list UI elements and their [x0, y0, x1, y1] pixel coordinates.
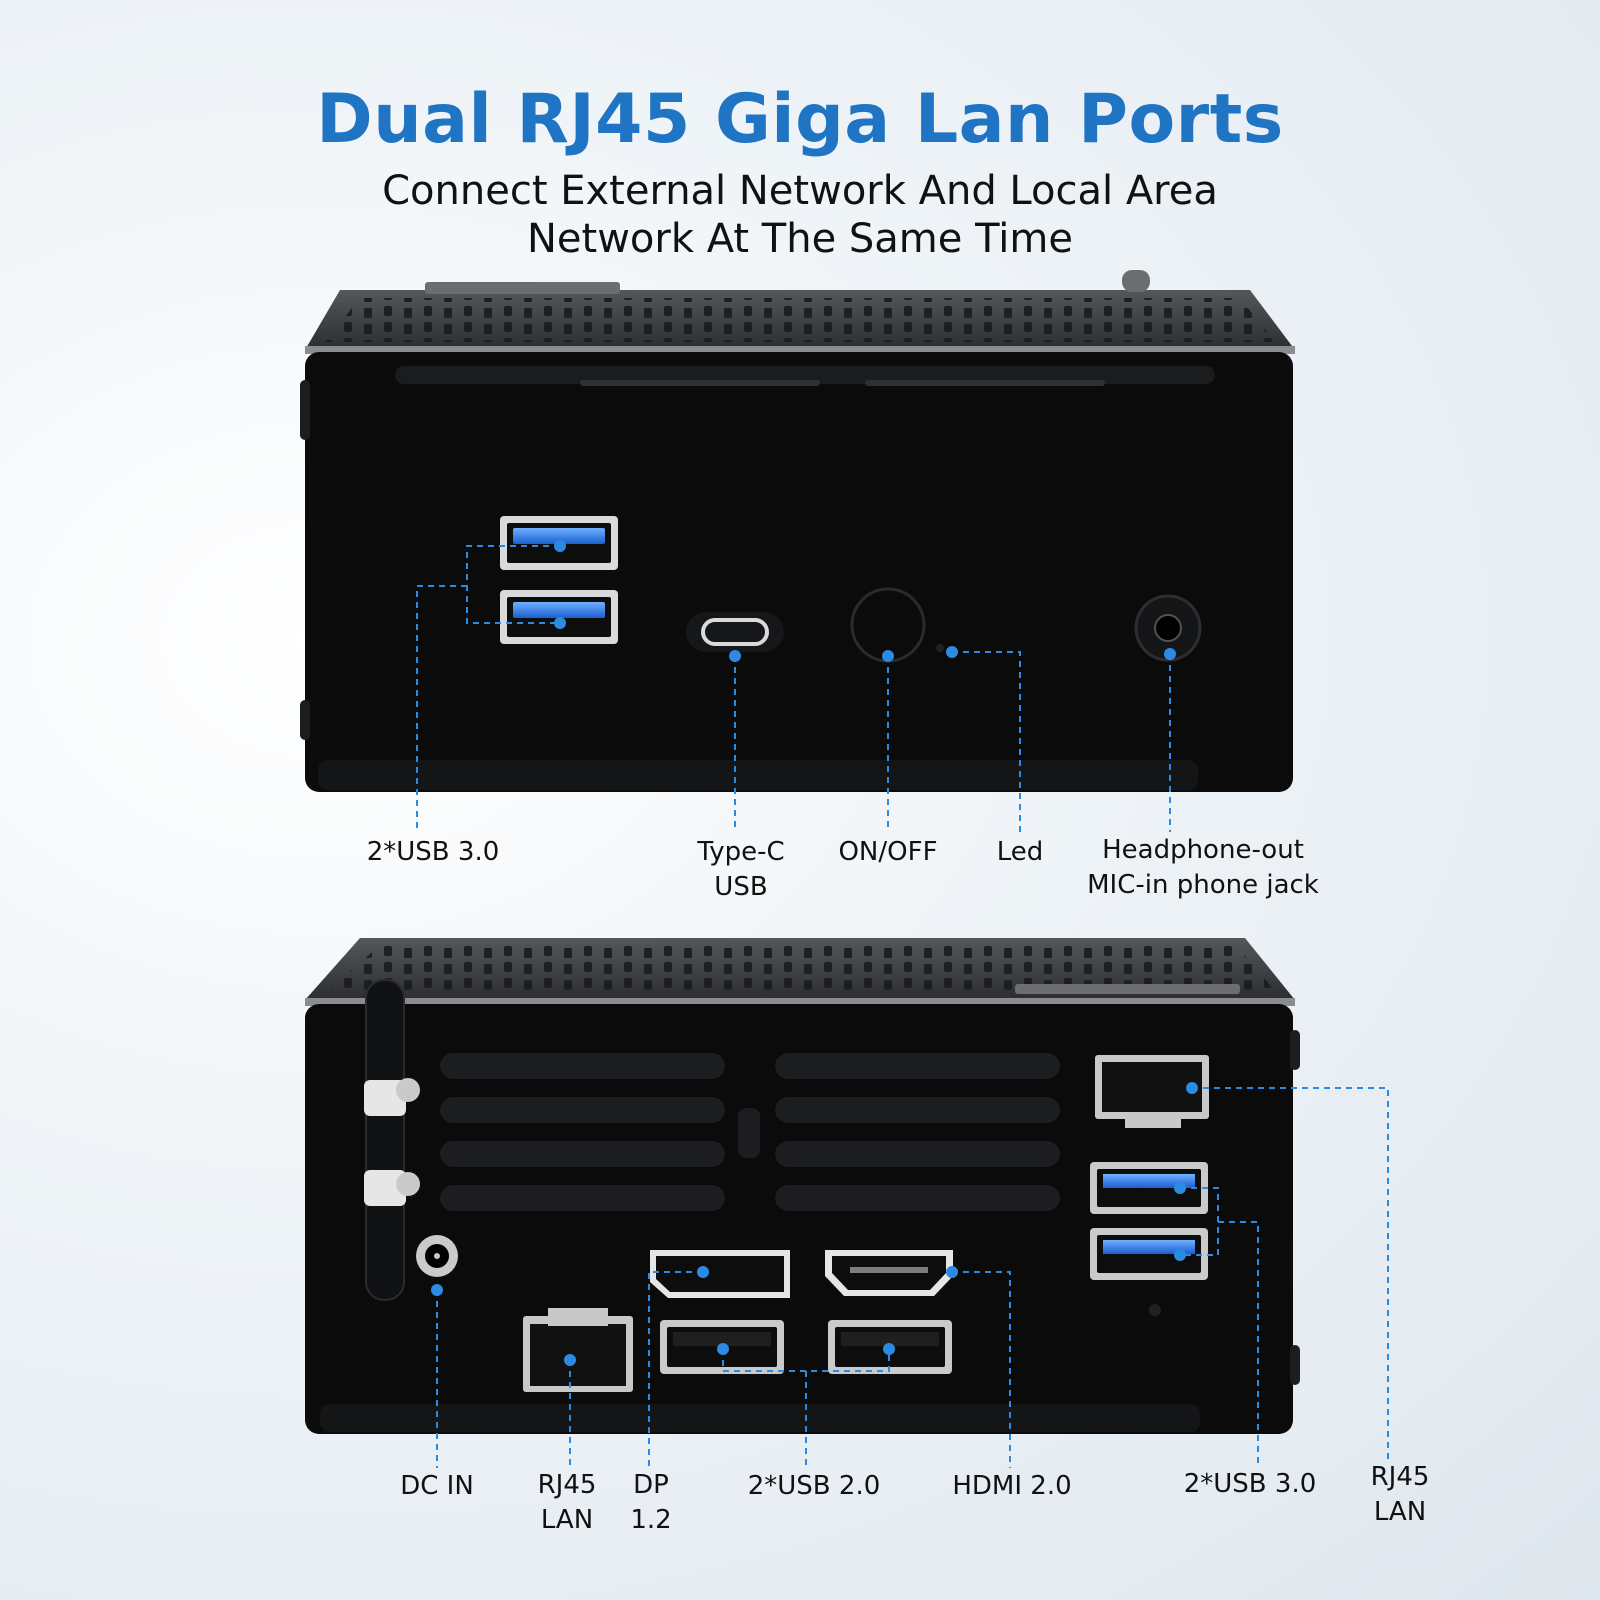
- rear-callouts: [436, 1087, 1389, 1468]
- callout-dot-rj45-right: [1186, 1082, 1198, 1094]
- front-unit: [300, 270, 1295, 792]
- rear-side-foot-top: [1290, 1030, 1300, 1070]
- subheadline-line-2: Network At The Same Time: [527, 216, 1073, 262]
- callout-dot-led: [946, 646, 958, 658]
- label-headphone: Headphone-out MIC-in phone jack: [1087, 833, 1319, 903]
- callout-line-rj45-right: [1192, 1087, 1389, 1462]
- front-audio-jack: [1134, 594, 1202, 662]
- callout-dot-typec: [729, 650, 741, 662]
- front-side-foot-top: [300, 380, 310, 440]
- callout-line-led: [952, 651, 1021, 832]
- rear-reset-hole: [1149, 1304, 1161, 1316]
- callout-dot-dp: [697, 1266, 709, 1278]
- callout-dot-headphone: [1164, 648, 1176, 660]
- label-front-usb3: 2*USB 3.0: [366, 837, 500, 867]
- rear-lid-vents: [325, 945, 1278, 994]
- rear-rj45-port-left: [523, 1308, 633, 1392]
- wifi-antenna-icon: [364, 979, 420, 1301]
- label-dp: DP 1.2: [630, 1468, 671, 1538]
- label-typec-line-2: USB: [714, 872, 768, 902]
- front-callouts: [416, 545, 1171, 832]
- label-rear-usb3: 2*USB 3.0: [1183, 1469, 1317, 1499]
- hdmi-port: [825, 1250, 953, 1296]
- front-lid-vents: [325, 298, 1275, 342]
- callout-dot-dcin: [431, 1284, 443, 1296]
- label-usb2: 2*USB 2.0: [747, 1471, 881, 1501]
- label-hdmi: HDMI 2.0: [952, 1471, 1072, 1501]
- callout-dot-usb2-right: [883, 1343, 895, 1355]
- callout-line-front-usb3-drop: [416, 585, 467, 832]
- front-side-foot-bottom: [300, 700, 310, 740]
- led-indicator: [936, 644, 944, 652]
- label-typec-line-1: Type-C: [697, 837, 785, 867]
- callout-dot-usb3-bottom: [554, 617, 566, 629]
- callout-dot-rear-usb3-top: [1174, 1182, 1186, 1194]
- callout-dot-usb3-top: [554, 540, 566, 552]
- rear-callout-dots: [431, 1082, 1198, 1366]
- callout-dot-usb2-left: [717, 1343, 729, 1355]
- rear-lid-buttons: [1015, 984, 1240, 994]
- front-top-slot: [395, 366, 1215, 384]
- rear-usb3-port-bottom: [1090, 1228, 1208, 1280]
- callout-line-rear-usb3-drop: [1218, 1221, 1259, 1468]
- callout-line-hdmi: [952, 1271, 1011, 1468]
- callout-dot-rear-usb3-bottom: [1174, 1249, 1186, 1261]
- label-rj45-right-line-2: LAN: [1373, 1497, 1427, 1527]
- headline: Dual RJ45 Giga Lan Ports: [316, 80, 1284, 159]
- rear-side-foot-bottom: [1290, 1345, 1300, 1385]
- label-dp-line-2: 1.2: [630, 1505, 672, 1535]
- front-lid-buttons: [425, 282, 620, 294]
- label-rj45-left-line-2: LAN: [540, 1505, 594, 1535]
- rear-vent-grilles: [440, 1053, 1060, 1211]
- rear-unit: [305, 938, 1300, 1434]
- front-top-slot-lip-left: [580, 380, 820, 386]
- displayport-port: [650, 1250, 790, 1298]
- label-headphone-line-2: MIC-in phone jack: [1087, 870, 1319, 900]
- label-dcin: DC IN: [400, 1471, 474, 1501]
- label-onoff: ON/OFF: [838, 837, 938, 867]
- rear-lid-edge: [305, 998, 1295, 1006]
- label-rj45-right: RJ45 LAN: [1371, 1460, 1430, 1530]
- dc-in-jack: [416, 1235, 458, 1277]
- front-callout-dots: [554, 540, 1176, 662]
- front-chassis: [305, 352, 1293, 792]
- label-led: Led: [996, 837, 1044, 867]
- front-lid-edge: [305, 346, 1295, 354]
- label-rj45-right-line-1: RJ45: [1370, 1462, 1430, 1492]
- rear-bottom-slot: [320, 1404, 1200, 1432]
- rear-rj45-port-right: [1095, 1055, 1209, 1128]
- label-headphone-line-1: Headphone-out: [1102, 835, 1304, 865]
- callout-line-front-usb3: [466, 545, 560, 624]
- label-typec: Type-C USB: [697, 835, 784, 905]
- subheadline-line-1: Connect External Network And Local Area: [382, 168, 1218, 214]
- front-lid-knob: [1122, 270, 1150, 292]
- callout-dot-rj45-left: [564, 1354, 576, 1366]
- callout-dot-hdmi: [946, 1266, 958, 1278]
- callout-dot-onoff: [882, 650, 894, 662]
- front-top-slot-lip-right: [865, 380, 1105, 386]
- label-rj45-left: RJ45 LAN: [538, 1468, 597, 1538]
- front-bottom-slot: [318, 760, 1198, 790]
- front-usb3-port-bottom: [500, 590, 618, 644]
- label-rj45-left-line-1: RJ45: [537, 1470, 597, 1500]
- label-dp-line-1: DP: [633, 1470, 669, 1500]
- rear-usb3-port-top: [1090, 1162, 1208, 1214]
- front-typec-port: [686, 612, 784, 652]
